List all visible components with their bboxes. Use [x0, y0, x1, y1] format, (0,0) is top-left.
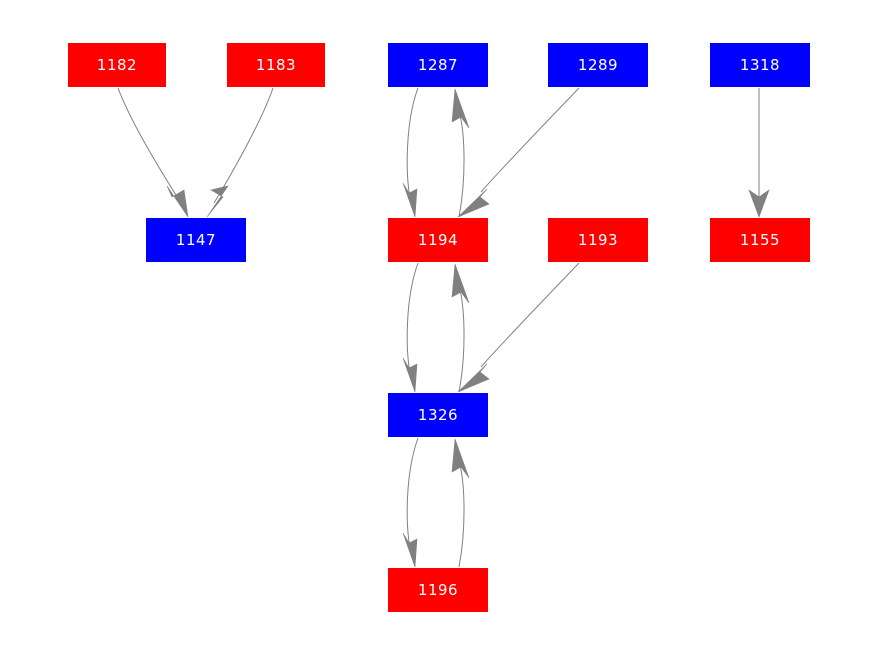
node-label: 1155: [739, 230, 781, 249]
edge-1196-to-1326: [451, 438, 470, 568]
node-1194[interactable]: 1194: [388, 218, 488, 262]
node-label: 1147: [175, 230, 217, 249]
node-1287[interactable]: 1287: [388, 43, 488, 87]
edge-1326-to-1194: [451, 263, 470, 393]
node-1318[interactable]: 1318: [710, 43, 810, 87]
node-1155[interactable]: 1155: [710, 218, 810, 262]
edge-1287-to-1194: [402, 87, 419, 218]
node-1196[interactable]: 1196: [388, 568, 488, 612]
node-label: 1182: [96, 55, 138, 74]
node-label: 1183: [255, 55, 297, 74]
node-1193[interactable]: 1193: [548, 218, 648, 262]
node-label: 1289: [577, 55, 619, 74]
edge-1182-to-1147: [117, 87, 189, 218]
node-1289[interactable]: 1289: [548, 43, 648, 87]
edge-1289-to-1194: [457, 87, 580, 218]
edge-1318-to-1155: [748, 88, 770, 218]
edge-1194-to-1326: [402, 262, 419, 393]
node-1183[interactable]: 1183: [227, 43, 325, 87]
node-label: 1287: [417, 55, 459, 74]
node-1182[interactable]: 1182: [68, 43, 166, 87]
node-label: 1318: [739, 55, 781, 74]
node-1326[interactable]: 1326: [388, 393, 488, 437]
edge-1326-to-1196: [402, 437, 419, 568]
node-1147[interactable]: 1147: [146, 218, 246, 262]
edge-1193-to-1326: [457, 262, 580, 393]
edge-1194-to-1287: [451, 88, 470, 218]
node-label: 1196: [417, 580, 459, 599]
node-label: 1194: [417, 230, 459, 249]
node-label: 1193: [577, 230, 619, 249]
node-label: 1326: [417, 405, 459, 424]
edge-1183-to-1147: [206, 87, 274, 218]
